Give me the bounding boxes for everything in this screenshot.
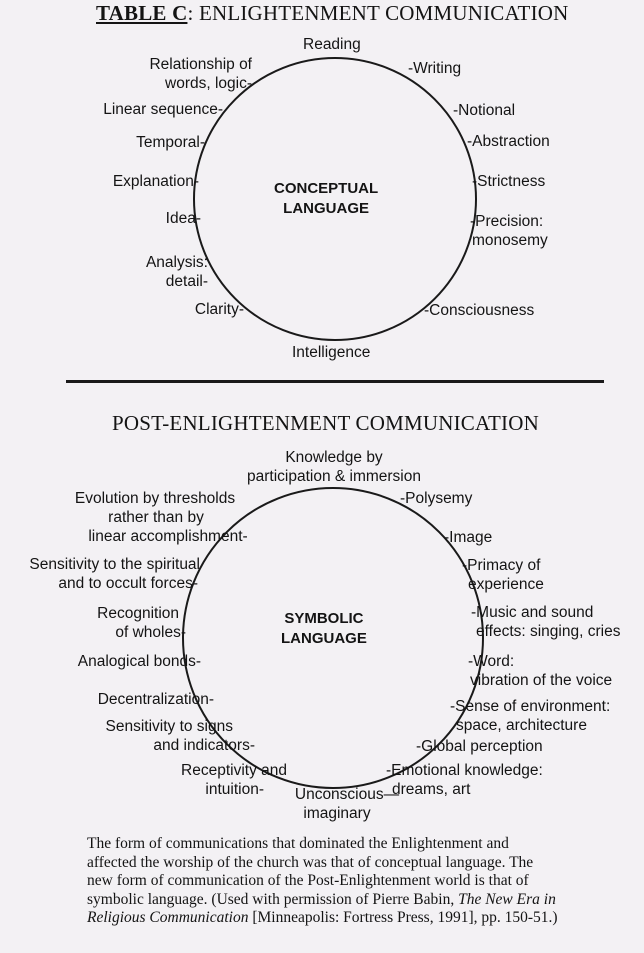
- conceptual-left-label: Analysis: detail-: [145, 254, 208, 290]
- conceptual-left-label: Clarity-: [194, 301, 244, 318]
- conceptual-right-label: -Consciousness: [424, 302, 535, 319]
- core-line-2: LANGUAGE: [283, 200, 369, 217]
- caption-line: symbolic language. (Used with permission…: [87, 890, 556, 908]
- symbolic-right-label: -Music and sound effects: singing, cries: [471, 604, 621, 640]
- core-line-1: CONCEPTUAL: [274, 180, 379, 197]
- conceptual-right-label: -Abstraction: [467, 133, 550, 150]
- conceptual-left-label: Linear sequence-: [103, 101, 223, 118]
- symbolic-circle: [182, 487, 484, 789]
- symbolic-language-core: SYMBOLIC LANGUAGE: [281, 609, 367, 649]
- table-c-label: TABLE C: [96, 1, 188, 25]
- symbolic-left-label: Analogical bonds-: [77, 653, 201, 670]
- core-line-1: SYMBOLIC: [284, 610, 364, 627]
- conceptual-right-label: -Notional: [453, 102, 516, 119]
- conceptual-left-label: Explanation-: [112, 173, 199, 190]
- section-divider: [66, 380, 604, 383]
- symbolic-right-label: -Global perception: [416, 738, 543, 755]
- caption-line: Religious Communication [Minneapolis: Fo…: [87, 909, 558, 926]
- caption-line: new form of communication of the Post-En…: [87, 872, 529, 889]
- symbolic-left-label: Recognition of wholes-: [97, 605, 186, 641]
- symbolic-right-label: -Primacy of experience: [462, 557, 544, 593]
- caption-line: The form of communications that dominate…: [87, 835, 509, 852]
- symbolic-left-label: Receptivity and intuition-: [181, 762, 287, 798]
- table-c-title: TABLE C: ENLIGHTENMENT COMMUNICATION: [96, 1, 569, 26]
- symbolic-right-label: -Image: [444, 529, 493, 546]
- symbolic-left-label: Sensitivity to the spiritual and to occu…: [29, 556, 200, 592]
- post-enlightenment-title: POST-ENLIGHTENMENT COMMUNICATION: [112, 411, 539, 435]
- conceptual-left-label: Temporal-: [136, 134, 205, 151]
- conceptual-language-core: CONCEPTUAL LANGUAGE: [274, 179, 378, 219]
- conceptual-right-label: -Writing: [408, 60, 462, 77]
- symbolic-right-label: -Polysemy: [400, 490, 473, 507]
- conceptual-left-label: Idea-: [165, 210, 201, 227]
- figure-caption: The form of communications that dominate…: [87, 835, 612, 928]
- symbolic-top-label: Knowledge by participation & immersion: [246, 449, 421, 485]
- caption-line: affected the worship of the church was t…: [87, 853, 534, 871]
- conceptual-top-label: Reading: [303, 36, 361, 53]
- conceptual-right-label: -Precision: monosemy: [470, 213, 548, 249]
- table-c-title-rest: : ENLIGHTENMENT COMMUNICATION: [187, 1, 569, 25]
- symbolic-right-label: -Word: vibration of the voice: [468, 653, 613, 689]
- symbolic-right-label: -Emotional knowledge: dreams, art: [386, 762, 543, 798]
- symbolic-left-label: Decentralization-: [97, 691, 214, 708]
- conceptual-left-label: Relationship of words, logic-: [149, 56, 252, 92]
- conceptual-bottom-label: Intelligence: [292, 344, 371, 361]
- conceptual-right-label: -Strictness: [472, 173, 546, 190]
- symbolic-bottom-label: Unconscious— imaginary: [294, 786, 400, 822]
- symbolic-left-label: Sensitivity to signs and indicators-: [105, 718, 256, 754]
- core-line-2: LANGUAGE: [281, 630, 367, 647]
- symbolic-right-label: -Sense of environment: space, architectu…: [450, 698, 611, 734]
- symbolic-left-label: Evolution by thresholds rather than by l…: [74, 490, 248, 545]
- conceptual-circle: [193, 57, 477, 341]
